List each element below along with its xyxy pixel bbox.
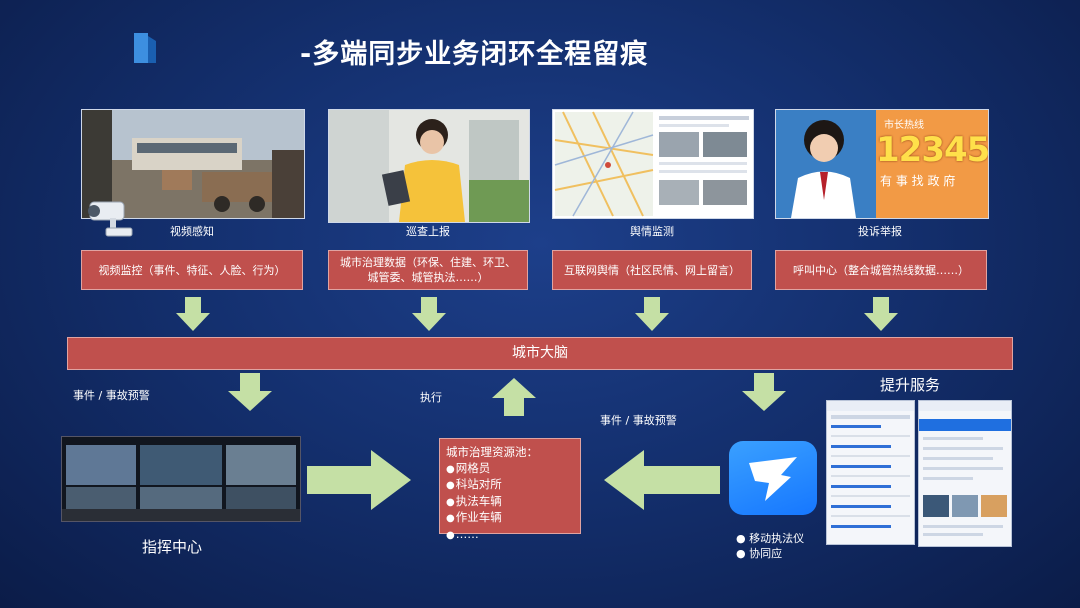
resource-pool-item: 作业车辆 <box>446 510 574 527</box>
hotline-sign-number: 12345 <box>876 130 989 170</box>
photo-inspector <box>328 109 530 223</box>
caption-video: 视频感知 <box>82 223 302 239</box>
caption-complaint: 投诉举报 <box>770 223 990 239</box>
arrow-left-icon <box>604 450 720 510</box>
arrow-up-icon <box>492 378 536 416</box>
arrow-down-icon <box>176 297 210 331</box>
hotline-sign-line1: 市长热线 <box>884 116 924 131</box>
arrow-down-icon <box>635 297 669 331</box>
arrow-right-icon <box>307 450 411 510</box>
label-left-alert: 事件 / 事故预警 <box>73 387 150 403</box>
source-box-opinion: 互联网舆情（社区民情、网上留言） <box>552 250 752 290</box>
arrow-down-icon <box>228 373 272 411</box>
arrow-down-icon <box>412 297 446 331</box>
resource-pool-item: 网格员 <box>446 461 574 478</box>
resource-pool-box: 城市治理资源池： 网格员 科站对所 执法车辆 作业车辆 …… <box>439 438 581 534</box>
phone-screen-right <box>918 400 1012 547</box>
label-upgrade-service: 提升服务 <box>880 374 940 395</box>
resource-pool-item: 科站对所 <box>446 477 574 494</box>
source-box-governance: 城市治理数据（环保、住建、环卫、 城管委、城管执法……） <box>328 250 528 290</box>
arrow-down-icon <box>742 373 786 411</box>
caption-opinion: 舆情监测 <box>542 223 762 239</box>
label-execute: 执行 <box>420 389 442 405</box>
photo-hotline: 市长热线 12345 有 事 找 政 府 <box>775 109 989 219</box>
mobile-bullet: ● 移动执法仪 <box>736 530 804 546</box>
mobile-bullet: ● 协同应 <box>736 545 782 561</box>
command-center-image <box>61 436 301 522</box>
city-brain-bar: 城市大脑 <box>67 337 1013 370</box>
app-icon[interactable] <box>729 441 817 515</box>
page-title: -多端同步业务闭环全程留痕 <box>300 32 648 71</box>
source-box-callcenter: 呼叫中心（整合城管热线数据……） <box>775 250 987 290</box>
resource-pool-item: …… <box>446 527 574 544</box>
command-center-caption: 指挥中心 <box>142 536 202 557</box>
label-right-alert: 事件 / 事故预警 <box>600 412 677 428</box>
phone-screen-left <box>826 400 915 545</box>
hotline-sign-line2: 有 事 找 政 府 <box>880 172 955 189</box>
photo-map <box>552 109 754 219</box>
resource-pool-title: 城市治理资源池： <box>446 445 574 461</box>
logo-icon <box>134 33 156 63</box>
caption-inspection: 巡查上报 <box>318 223 538 239</box>
source-box-video: 视频监控（事件、特征、人脸、行为） <box>81 250 303 290</box>
arrow-down-icon <box>864 297 898 331</box>
resource-pool-item: 执法车辆 <box>446 494 574 511</box>
